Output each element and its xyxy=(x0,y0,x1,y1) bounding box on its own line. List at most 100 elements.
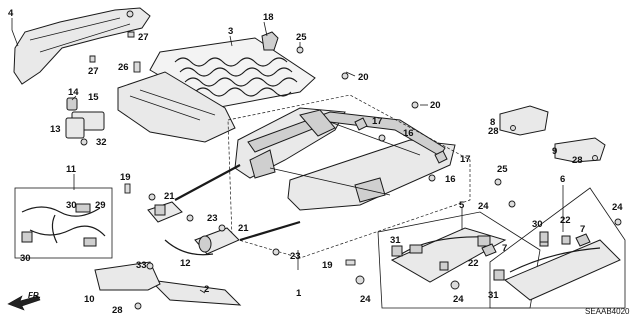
cover-2 xyxy=(148,279,242,306)
clip-27a xyxy=(127,31,135,38)
clip-28b xyxy=(592,155,598,161)
bolt-26 xyxy=(133,61,141,73)
callout-6: 6 xyxy=(560,174,565,185)
callout-26: 26 xyxy=(118,62,129,73)
bolt-21d xyxy=(218,224,226,232)
motor-21a xyxy=(147,201,183,223)
connector-31a xyxy=(391,245,403,257)
callout-17a: 17 xyxy=(372,116,383,127)
callout-21a: 21 xyxy=(164,191,175,202)
callout-24d: 24 xyxy=(612,202,623,213)
clip-28a xyxy=(510,125,516,131)
cable-12 xyxy=(164,239,214,256)
callout-22b: 22 xyxy=(560,215,571,226)
bolt-16b xyxy=(428,174,436,182)
clip-22a xyxy=(439,261,449,271)
callout-23a: 23 xyxy=(207,213,218,224)
rod-23b xyxy=(239,220,301,256)
callout-25b: 25 xyxy=(497,164,508,175)
callout-15: 15 xyxy=(88,92,99,103)
clip-22b xyxy=(561,235,571,245)
clip-7a xyxy=(481,243,497,257)
clip-28-bottom xyxy=(134,302,142,310)
screw-32 xyxy=(80,138,88,146)
connector-31b xyxy=(493,269,505,281)
diagram-code: SEAAB4020 xyxy=(585,307,630,316)
clip-27b xyxy=(89,55,96,63)
callout-28c: 28 xyxy=(112,305,123,316)
bolt-19a xyxy=(124,183,131,194)
rail-box-6 xyxy=(489,187,626,309)
callout-24a: 24 xyxy=(478,201,489,212)
knob-14 xyxy=(66,97,78,111)
callout-24c: 24 xyxy=(453,294,464,305)
callout-31b: 31 xyxy=(488,290,499,301)
front-direction-arrow: FR. xyxy=(7,291,41,311)
bolt-23a xyxy=(186,214,194,222)
motor-21b xyxy=(194,227,240,255)
callout-13: 13 xyxy=(50,124,61,135)
callout-14: 14 xyxy=(68,87,79,98)
front-direction-label: FR. xyxy=(28,291,41,300)
callout-33: 33 xyxy=(136,260,147,271)
bolt-21c xyxy=(148,193,156,201)
callout-8: 8 xyxy=(490,117,495,128)
callout-19a: 19 xyxy=(120,172,131,183)
wire-harness xyxy=(21,203,106,247)
callout-28b: 28 xyxy=(572,155,583,166)
callout-30b: 30 xyxy=(20,253,31,264)
gear-rod xyxy=(174,164,241,201)
callout-19b: 19 xyxy=(322,260,333,271)
bolt-16a xyxy=(378,134,386,142)
bolt-24d xyxy=(614,218,622,226)
callout-7c: 7 xyxy=(580,224,585,235)
callout-11: 11 xyxy=(66,164,77,175)
callout-4: 4 xyxy=(8,8,14,19)
cover-13 xyxy=(65,117,85,139)
callout-16b: 16 xyxy=(445,174,456,185)
callout-30c: 30 xyxy=(532,219,543,230)
callout-27b: 27 xyxy=(88,66,99,77)
seat-trim-cover xyxy=(13,7,151,85)
seat-adjuster-frame xyxy=(234,107,456,211)
harness-box xyxy=(14,187,113,259)
rail-5 xyxy=(390,227,507,283)
callout-32: 32 xyxy=(96,137,107,148)
callout-5: 5 xyxy=(459,200,465,211)
leader-lines xyxy=(11,18,564,294)
callout-25a: 25 xyxy=(296,32,307,43)
callout-31a: 31 xyxy=(390,235,401,246)
bolt-20b xyxy=(411,101,419,109)
clip-30b xyxy=(539,231,549,243)
callout-22a: 22 xyxy=(468,258,479,269)
clip-17a xyxy=(354,117,368,131)
rail-6 xyxy=(504,237,621,301)
clip-33 xyxy=(146,262,154,270)
callout-23b: 23 xyxy=(290,251,301,262)
bolt-24b xyxy=(450,280,460,290)
cover-9 xyxy=(554,137,606,163)
bracket-18 xyxy=(261,31,279,51)
bolt-24a xyxy=(355,275,365,285)
bolt-24c xyxy=(508,200,516,208)
bolt-20a xyxy=(341,72,349,80)
clip-7b xyxy=(575,233,591,247)
callout-24b: 24 xyxy=(360,294,371,305)
cover-10 xyxy=(94,261,161,291)
cover-8 xyxy=(499,105,549,136)
callout-20b: 20 xyxy=(430,100,441,111)
callout-21b: 21 xyxy=(238,223,249,234)
callout-2: 2 xyxy=(204,284,209,295)
callout-3: 3 xyxy=(228,26,233,37)
clip-17b xyxy=(434,150,448,164)
callout-12: 12 xyxy=(180,258,191,269)
callout-27a: 27 xyxy=(138,32,149,43)
bolt-25b xyxy=(494,178,502,186)
callout-29: 29 xyxy=(95,200,106,211)
callout-20a: 20 xyxy=(358,72,369,83)
callout-30a: 30 xyxy=(66,200,77,211)
callout-28a: 28 xyxy=(488,126,499,137)
callout-16a: 16 xyxy=(403,128,414,139)
callout-9: 9 xyxy=(552,146,557,157)
